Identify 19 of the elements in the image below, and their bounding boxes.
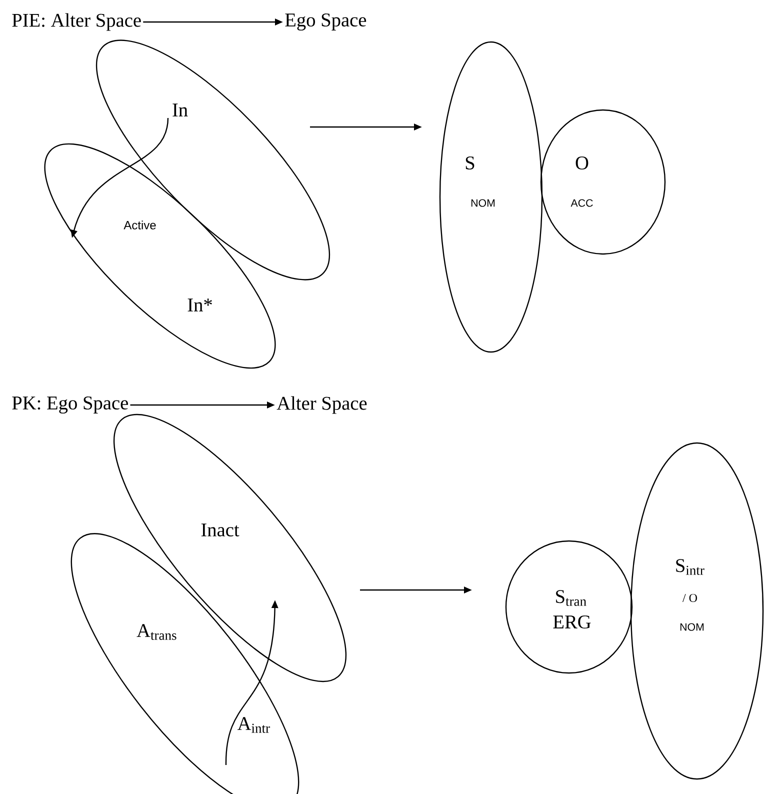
- ellipse-label: Inact: [201, 524, 240, 536]
- ellipse-label: ACC: [570, 199, 593, 207]
- ellipse-label: O: [576, 156, 588, 170]
- ellipse-label: / O: [682, 594, 697, 602]
- heading-text: Alter Space: [276, 396, 367, 414]
- ellipse-label: NOM: [471, 199, 495, 207]
- ellipse-label: Active: [124, 220, 156, 230]
- ellipse-label: S$_{intr}$: [676, 559, 704, 575]
- ellipse-label: In: [172, 104, 188, 116]
- heading-text: PIE: Alter Space: [12, 13, 141, 31]
- heading-text: Ego Space: [285, 14, 366, 30]
- ellipse-label: In*: [188, 298, 212, 312]
- ellipse-label: NOM: [680, 623, 704, 631]
- ellipse-label: S$_{tran}$: [556, 590, 586, 606]
- ellipse-label: S: [466, 156, 474, 170]
- ellipse-label: A$_{trans}$: [136, 624, 176, 640]
- heading-text: PK: Ego Space: [12, 396, 128, 414]
- ellipse-label: ERG: [553, 616, 591, 628]
- ellipse-label: A$_{intr}$: [237, 717, 270, 733]
